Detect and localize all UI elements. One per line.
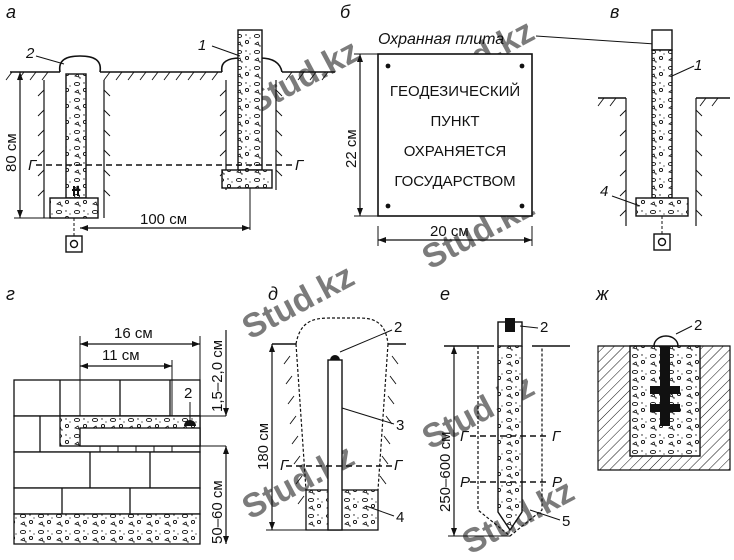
panel-e: е 2 Г Г Р Р 5 250–600 см bbox=[437, 284, 570, 537]
plate-text-line: ОХРАНЯЕТСЯ bbox=[404, 143, 507, 160]
ground-mark-right: Г bbox=[295, 157, 305, 174]
panel-g: г 2 16 см 11 см 1,5–2,0 см 50–60 bbox=[6, 284, 229, 545]
dim-depth2: 50–60 см bbox=[209, 480, 226, 544]
dim-width-b: 20 см bbox=[430, 223, 469, 240]
watermark-text: Stud.kz bbox=[236, 257, 361, 347]
plate-label: Охранная плита bbox=[378, 31, 504, 48]
ground-mark-left: Г bbox=[28, 157, 38, 174]
dim-depth: 1,5–2,0 см bbox=[209, 340, 226, 412]
panel-letter-zh: ж bbox=[595, 284, 610, 304]
panel-v: в 1 4 bbox=[597, 2, 730, 251]
mark-p-e-left: Р bbox=[460, 474, 470, 491]
panel-letter-d: д bbox=[268, 284, 278, 304]
callout-1-v: 1 bbox=[694, 57, 702, 74]
panel-letter-a: а bbox=[6, 2, 16, 22]
dim-height-e: 250–600 см bbox=[437, 432, 454, 512]
callout-4-v: 4 bbox=[600, 183, 608, 200]
dim-16: 16 см bbox=[114, 325, 153, 342]
mark-g-e-right: Г bbox=[552, 428, 562, 445]
panel-letter-e: е bbox=[440, 284, 450, 304]
dim-11: 11 см bbox=[102, 347, 140, 364]
ground-mark-d-right: Г bbox=[394, 457, 404, 474]
panel-letter-b: б bbox=[340, 2, 351, 22]
ground-mark-d-left: Г bbox=[280, 457, 290, 474]
callout-4-d: 4 bbox=[396, 509, 404, 526]
mark-g-e-left: Г bbox=[460, 428, 470, 445]
dim-height-d: 180 см bbox=[255, 423, 272, 470]
mark-p-e-right: Р bbox=[552, 474, 562, 491]
callout-2-e: 2 bbox=[540, 319, 548, 336]
callout-2-g: 2 bbox=[184, 385, 192, 402]
panel-letter-g: г bbox=[6, 284, 15, 304]
plate-text-line: ГОСУДАРСТВОМ bbox=[394, 173, 515, 190]
callout-2-a: 2 bbox=[25, 45, 35, 62]
callout-2-zh: 2 bbox=[694, 317, 702, 334]
protective-plate bbox=[377, 53, 533, 217]
callout-2-d: 2 bbox=[394, 319, 402, 336]
plate-text-line: ГЕОДЕЗИЧЕСКИЙ bbox=[390, 82, 520, 100]
dim-width-a: 100 см bbox=[140, 211, 187, 228]
panel-letter-v: в bbox=[610, 2, 619, 22]
callout-1-a: 1 bbox=[198, 37, 206, 54]
callout-3-d: 3 bbox=[396, 417, 404, 434]
panel-zh: ж 2 bbox=[595, 284, 731, 471]
callout-5-e: 5 bbox=[562, 513, 570, 530]
panel-d: д 2 3 4 Г Г 180 см bbox=[255, 284, 406, 531]
dim-height-b: 22 см bbox=[343, 129, 360, 168]
panel-a: а Г Г 80 см bbox=[3, 2, 335, 253]
panel-b: б Охранная плита ГЕОДЕЗИЧЕСКИЙ ПУНКТ ОХР… bbox=[340, 2, 656, 246]
dim-height-a: 80 см bbox=[3, 133, 20, 172]
plate-text-line: ПУНКТ bbox=[430, 113, 479, 130]
ground-hatch-a bbox=[5, 71, 329, 81]
